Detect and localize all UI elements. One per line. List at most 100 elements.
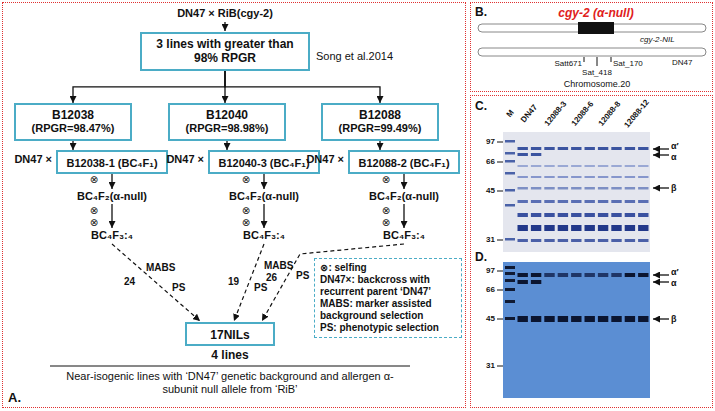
marker-tick bbox=[584, 57, 585, 62]
label-text: Sat_170 bbox=[613, 59, 643, 69]
protein-band bbox=[558, 200, 568, 203]
selfing-arrow bbox=[403, 204, 404, 228]
protein-band bbox=[518, 165, 528, 167]
connector bbox=[226, 141, 227, 150]
label-text: α′ bbox=[671, 141, 679, 152]
protein-band bbox=[625, 213, 635, 217]
box-text: (RPGR=99.49%) bbox=[327, 122, 433, 135]
alpha-band bbox=[518, 153, 528, 156]
legend-text: PS: phenotypic selection bbox=[320, 322, 456, 334]
protein-band bbox=[598, 165, 608, 167]
label-text: Sat_418 bbox=[582, 68, 612, 78]
label-text: cgy-2-NIL bbox=[640, 35, 675, 45]
protein-band bbox=[558, 213, 568, 217]
alpha-band bbox=[531, 153, 541, 156]
process-box: 17NILs bbox=[185, 322, 275, 346]
marker-tick bbox=[611, 57, 612, 62]
label-text: Song et al.2014 bbox=[316, 50, 393, 63]
label-text: ⊗ bbox=[242, 205, 250, 217]
protein-band bbox=[531, 239, 541, 242]
protein-band bbox=[585, 213, 595, 217]
label-text: Near-isogenic lines with ‘DN47’ genetic … bbox=[60, 370, 400, 396]
alpha-band bbox=[531, 280, 541, 284]
box-text: 17NILs bbox=[210, 328, 249, 342]
protein-band bbox=[611, 176, 621, 178]
protein-band bbox=[625, 225, 635, 231]
protein-band bbox=[558, 165, 568, 167]
protein-band bbox=[518, 176, 528, 178]
label-text: ⊗ bbox=[242, 174, 250, 186]
beta-band bbox=[585, 316, 595, 322]
alpha-prime-band bbox=[638, 147, 648, 150]
label-text: α′ bbox=[671, 267, 679, 278]
beta-band bbox=[518, 316, 528, 322]
alpha-prime-band bbox=[558, 147, 568, 150]
ladder-band bbox=[505, 272, 515, 275]
panel-letter: A. bbox=[8, 390, 21, 406]
band-arrow bbox=[653, 318, 669, 319]
label-text: BC₄F₂(α-null) bbox=[77, 190, 147, 203]
protein-band bbox=[571, 200, 581, 203]
protein-band bbox=[531, 165, 541, 167]
beta-band bbox=[598, 316, 608, 322]
label-text: α bbox=[671, 278, 677, 289]
protein-band bbox=[544, 213, 554, 217]
beta-band bbox=[544, 316, 554, 322]
box-text: B12038 bbox=[20, 108, 126, 122]
ladder-band bbox=[505, 140, 515, 143]
label-text: Chromosome.20 bbox=[564, 79, 631, 90]
legend-text: DN47×: backcross with recurrent parent ‘… bbox=[320, 274, 456, 298]
alpha-prime-band bbox=[598, 147, 608, 150]
ladder-band bbox=[505, 266, 515, 269]
label-text: 31 bbox=[486, 235, 495, 245]
protein-band bbox=[638, 200, 648, 203]
beta-band bbox=[531, 187, 541, 190]
western-blot bbox=[503, 262, 650, 398]
alpha-prime-band bbox=[571, 273, 581, 277]
size-tick bbox=[497, 319, 503, 320]
label-text: MABS bbox=[264, 260, 293, 272]
alpha-prime-band bbox=[518, 147, 528, 150]
process-box: B12038-1 (BC₄F₁) bbox=[56, 150, 168, 174]
selfing-arrow bbox=[111, 204, 112, 228]
introgression-segment bbox=[578, 22, 614, 34]
box-text: B12040 bbox=[174, 108, 280, 122]
alpha-prime-band bbox=[585, 147, 595, 150]
connector bbox=[225, 71, 380, 103]
label-text: M bbox=[504, 108, 516, 119]
label-text: DN47 × bbox=[306, 153, 344, 166]
box-text: 3 lines with greater than 98% RPGR bbox=[146, 37, 304, 66]
beta-band bbox=[558, 187, 568, 190]
protein-band bbox=[544, 225, 554, 231]
label-text: BC₄F₃:₄ bbox=[91, 229, 133, 242]
protein-band bbox=[571, 165, 581, 167]
protein-band bbox=[611, 165, 621, 167]
label-text: 31 bbox=[486, 361, 495, 371]
selection-arrow bbox=[112, 244, 200, 321]
ladder-band bbox=[505, 288, 515, 291]
protein-band bbox=[531, 176, 541, 178]
band-arrow bbox=[653, 154, 669, 155]
protein-band bbox=[544, 176, 554, 178]
label-text: 45 bbox=[486, 186, 495, 196]
label-text: β bbox=[671, 314, 677, 325]
process-box: B12040(RPGR=98.98%) bbox=[168, 103, 286, 141]
beta-band bbox=[638, 316, 648, 322]
legend-text: MABS: marker assisted background selecti… bbox=[320, 298, 456, 322]
beta-band bbox=[531, 316, 541, 322]
label-text: 24 bbox=[124, 276, 135, 288]
protein-band bbox=[638, 165, 648, 167]
label-text: DN47 × bbox=[14, 153, 52, 166]
selfing-arrow bbox=[263, 204, 264, 228]
protein-band bbox=[638, 225, 648, 231]
size-tick bbox=[497, 191, 503, 192]
protein-band bbox=[544, 200, 554, 203]
connector bbox=[379, 141, 380, 150]
beta-band bbox=[638, 187, 648, 190]
protein-band bbox=[544, 239, 554, 242]
panel-letter: B. bbox=[475, 5, 487, 19]
process-box: B12038(RPGR=98.47%) bbox=[14, 103, 132, 141]
alpha-prime-band bbox=[625, 273, 635, 277]
alpha-band bbox=[518, 280, 528, 284]
alpha-prime-band bbox=[558, 273, 568, 277]
